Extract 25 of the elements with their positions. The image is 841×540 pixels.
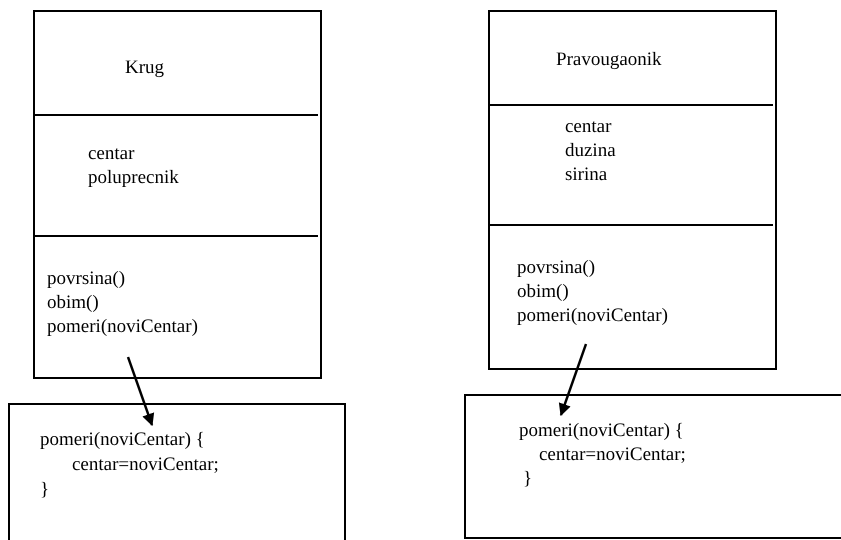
arrow bbox=[126, 356, 154, 426]
code-line: pomeri(noviCentar) { bbox=[40, 429, 205, 451]
code-line: centar=noviCentar; bbox=[72, 454, 219, 476]
code-box bbox=[8, 403, 346, 540]
method-name: pomeri(noviCentar) bbox=[517, 305, 668, 327]
attribute-name: duzina bbox=[565, 140, 616, 162]
attribute-name: sirina bbox=[565, 164, 608, 186]
class-box bbox=[488, 10, 777, 370]
method-name: obim() bbox=[517, 281, 569, 303]
method-name: povrsina() bbox=[517, 257, 596, 279]
code-line: } bbox=[40, 479, 50, 501]
class-box bbox=[33, 10, 322, 379]
attribute-name: centar bbox=[88, 143, 134, 165]
method-name: povrsina() bbox=[47, 268, 126, 290]
class-name: Krug bbox=[125, 57, 164, 79]
code-line: pomeri(noviCentar) { bbox=[519, 420, 684, 442]
arrow bbox=[558, 344, 588, 416]
method-name: obim() bbox=[47, 292, 99, 314]
attribute-name: poluprecnik bbox=[88, 167, 179, 189]
attribute-name: centar bbox=[565, 116, 612, 138]
code-line: } bbox=[523, 468, 532, 490]
code-box bbox=[464, 394, 841, 539]
method-name: pomeri(noviCentar) bbox=[47, 316, 198, 338]
class-name: Pravougaonik bbox=[556, 49, 662, 71]
code-line: centar=noviCentar; bbox=[539, 444, 686, 466]
